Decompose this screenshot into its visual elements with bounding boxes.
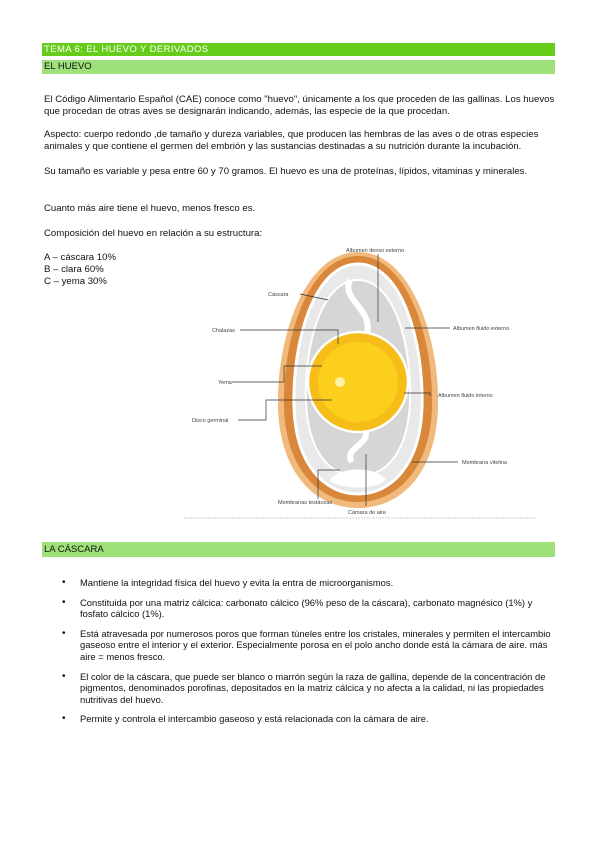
label-yema: Yema xyxy=(218,380,233,386)
label-cascara: Cáscara xyxy=(268,292,289,298)
composition-item-b: B – clara 60% xyxy=(44,264,104,275)
list-item: Está atravesada por numerosos poros que … xyxy=(62,628,556,663)
intro-paragraph-tamano: Su tamaño es variable y pesa entre 60 y … xyxy=(44,166,528,177)
chalazae xyxy=(345,278,371,338)
label-chalazas: Chalazas xyxy=(212,328,235,334)
egg-structure-diagram: Albumen denso externo Cáscara Albumen fl… xyxy=(184,248,536,519)
composition-item-c: C – yema 30% xyxy=(44,276,107,287)
list-item: Permite y controla el intercambio gaseos… xyxy=(62,713,556,725)
cascara-bullet-list: Mantiene la integridad física del huevo … xyxy=(62,577,556,733)
label-albumen-denso: Albumen denso externo xyxy=(346,248,404,254)
label-albumen-fluido-interno: Albumen fluido interno xyxy=(438,393,493,399)
label-disco-germinal: Disco germinal xyxy=(192,418,228,424)
list-item: Mantiene la integridad física del huevo … xyxy=(62,577,556,589)
label-membrana-vitelina: Membrana vitelina xyxy=(462,460,508,466)
intro-paragraph-cae: El Código Alimentario Español (CAE) cono… xyxy=(44,94,555,117)
topic-header: TEMA 6: EL HUEVO Y DERIVADOS xyxy=(42,43,555,56)
air-chamber xyxy=(330,469,386,488)
section-title-cascara: LA CÁSCARA xyxy=(42,542,555,557)
label-camara-aire: Cámara de aire xyxy=(348,510,386,516)
intro-paragraph-composicion: Composición del huevo en relación a su e… xyxy=(44,228,263,239)
label-membranas-testaceas: Membranas testáceas xyxy=(278,500,332,506)
intro-paragraph-aire: Cuanto más aire tiene el huevo, menos fr… xyxy=(44,203,256,214)
germinal-disc xyxy=(335,377,345,387)
label-albumen-fluido-externo: Albumen fluido externo xyxy=(453,326,509,332)
list-item: Constituida por una matriz cálcica: carb… xyxy=(62,597,556,620)
composition-item-a: A – cáscara 10% xyxy=(44,252,116,263)
subtopic-header: EL HUEVO xyxy=(42,60,555,74)
intro-paragraph-aspecto: Aspecto: cuerpo redondo ,de tamaño y dur… xyxy=(44,129,539,152)
list-item: El color de la cáscara, que puede ser bl… xyxy=(62,671,556,706)
